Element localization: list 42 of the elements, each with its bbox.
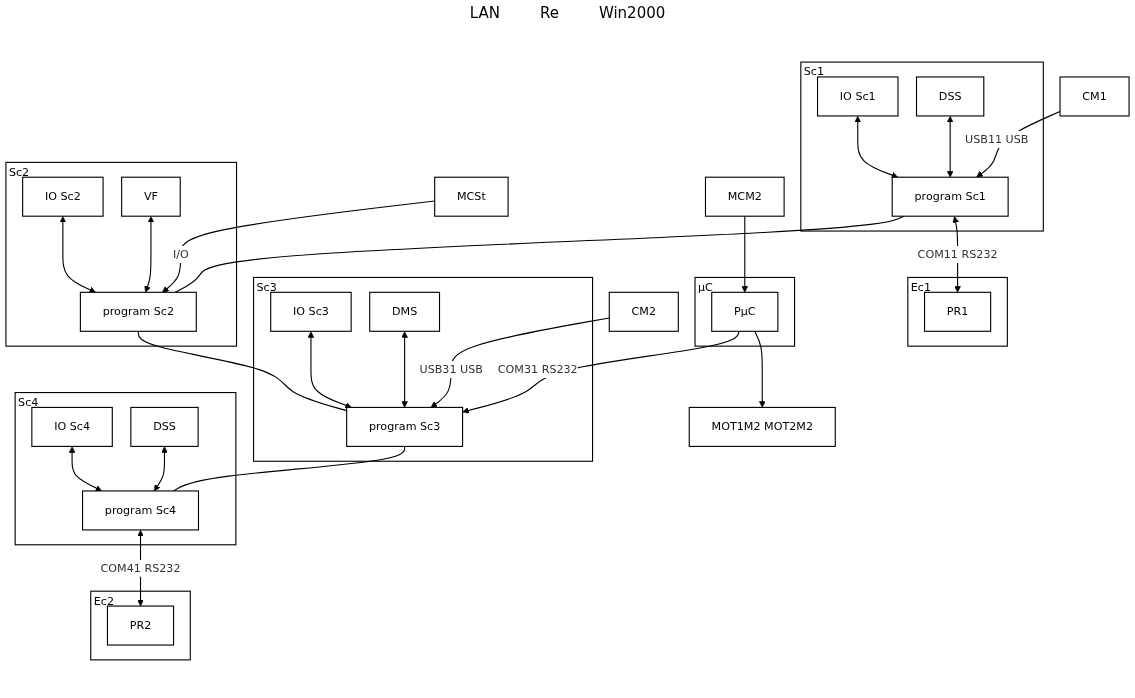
arrow: [144, 216, 155, 293]
arrow: [59, 216, 96, 293]
edge-label: COM11 RS232: [917, 247, 998, 261]
node-box: MCSt: [434, 176, 509, 217]
node-box: PR1: [924, 291, 992, 332]
arrow: [401, 331, 408, 408]
node-box: MOT1M2 MOT2M2: [688, 406, 836, 447]
node-box: DMS: [369, 291, 441, 332]
node-box: PR2: [106, 605, 175, 646]
connector: [172, 445, 406, 492]
arrow: [68, 446, 102, 492]
node-box: program Sc3: [346, 406, 464, 447]
bus-label: LAN: [469, 4, 500, 22]
edge-label: COM41 RS232: [100, 561, 181, 575]
arrow: [854, 115, 898, 179]
node-box: MCM2: [704, 176, 785, 217]
arrow: [430, 317, 610, 408]
edge-label: I/O: [172, 247, 189, 261]
edge-label: USB11 USB: [965, 132, 1029, 146]
edge-label: COM31 RS232: [497, 362, 578, 376]
node-box: VF: [121, 176, 181, 217]
node-box: program Sc4: [82, 490, 200, 531]
bus-label: Win2000: [598, 4, 666, 22]
node-box: IO Sc3: [270, 291, 352, 332]
node-box: IO Sc1: [816, 76, 899, 117]
arrow: [307, 331, 352, 409]
arrow: [462, 330, 740, 414]
node-box: DSS: [130, 406, 199, 447]
arrow: [741, 215, 749, 293]
arrow: [946, 115, 954, 178]
node-box: IO Sc2: [22, 176, 104, 217]
node-box: CM1: [1059, 76, 1130, 117]
node-box: program Sc1: [891, 176, 1009, 217]
node-box: IO Sc4: [31, 406, 113, 447]
node-box: program Sc2: [79, 291, 197, 332]
bus-label: Re: [539, 4, 559, 22]
edge-label: USB31 USB: [419, 362, 483, 376]
arrow: [153, 446, 168, 492]
node-box: CM2: [608, 291, 679, 332]
node-box: DSS: [915, 76, 985, 117]
arrow: [754, 330, 766, 408]
node-box: PμC: [711, 291, 779, 332]
